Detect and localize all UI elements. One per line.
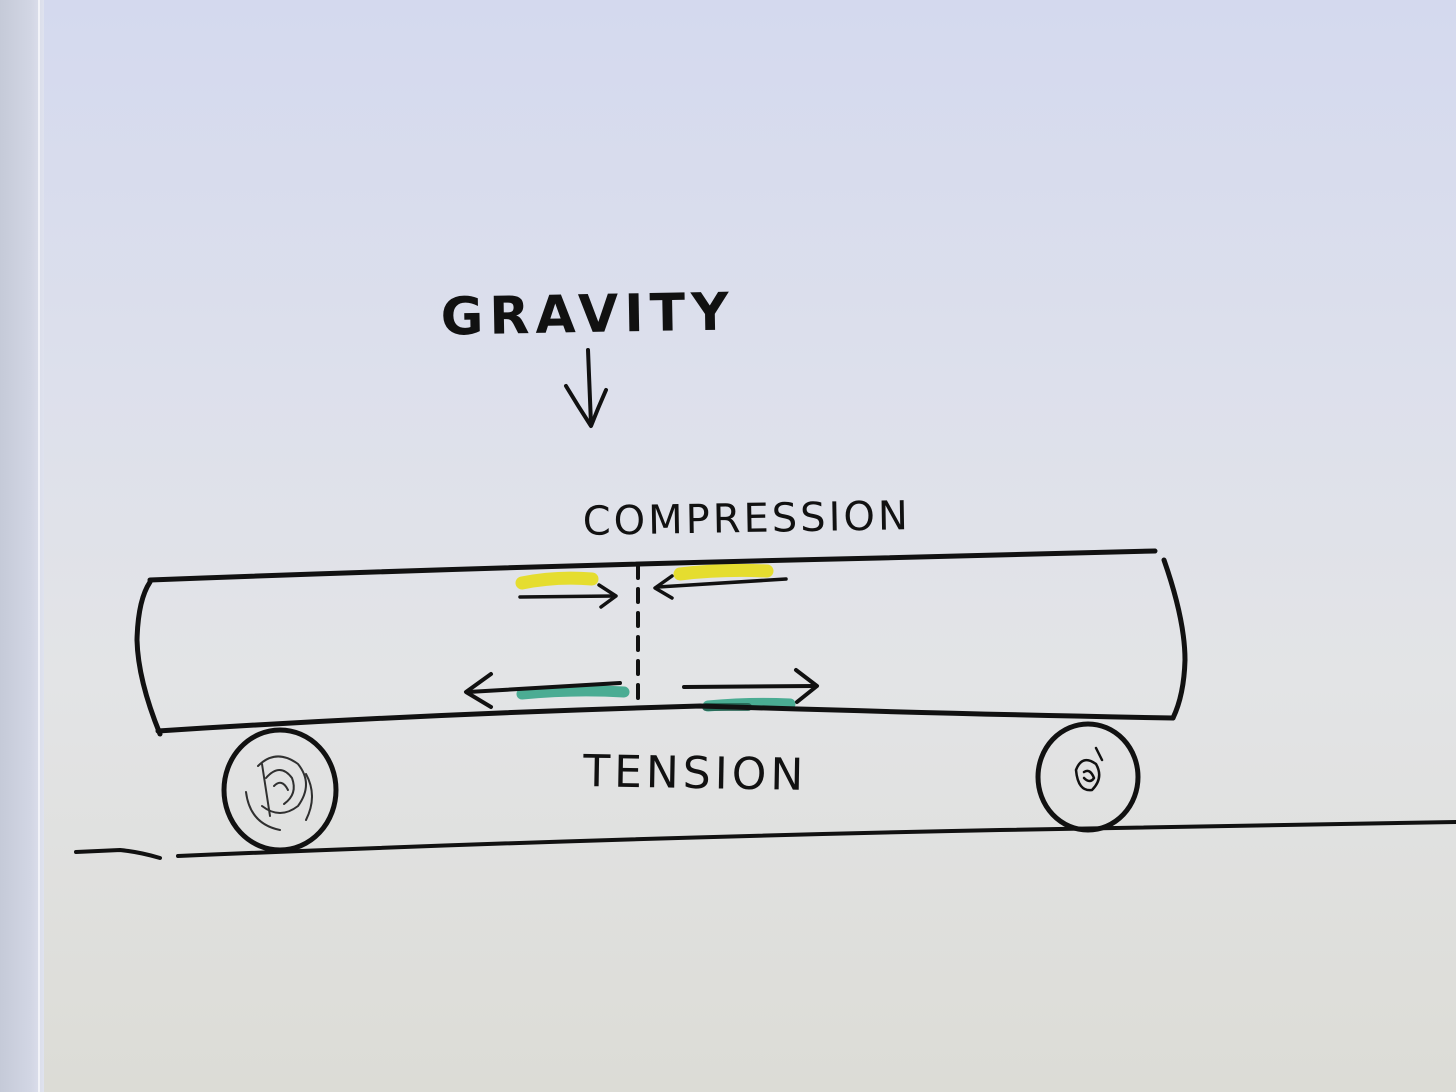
ground-line xyxy=(74,820,1456,860)
gravity-label: GRAVITY xyxy=(440,282,735,347)
tension-arrow-right xyxy=(682,668,819,704)
gravity-arrow xyxy=(564,348,608,428)
paper-left-edge xyxy=(0,0,44,1092)
tension-label: TENSION xyxy=(582,746,808,801)
left-log xyxy=(221,727,339,853)
beam-outline xyxy=(134,548,1188,737)
paper-edge-highlight xyxy=(38,0,40,1092)
compression-arrow-left xyxy=(518,583,618,609)
right-log xyxy=(1035,721,1141,833)
compression-highlights xyxy=(515,563,774,590)
tension-arrow-left xyxy=(464,672,622,709)
compression-label: COMPRESSION xyxy=(582,493,911,545)
compression-arrow-right xyxy=(653,574,788,600)
